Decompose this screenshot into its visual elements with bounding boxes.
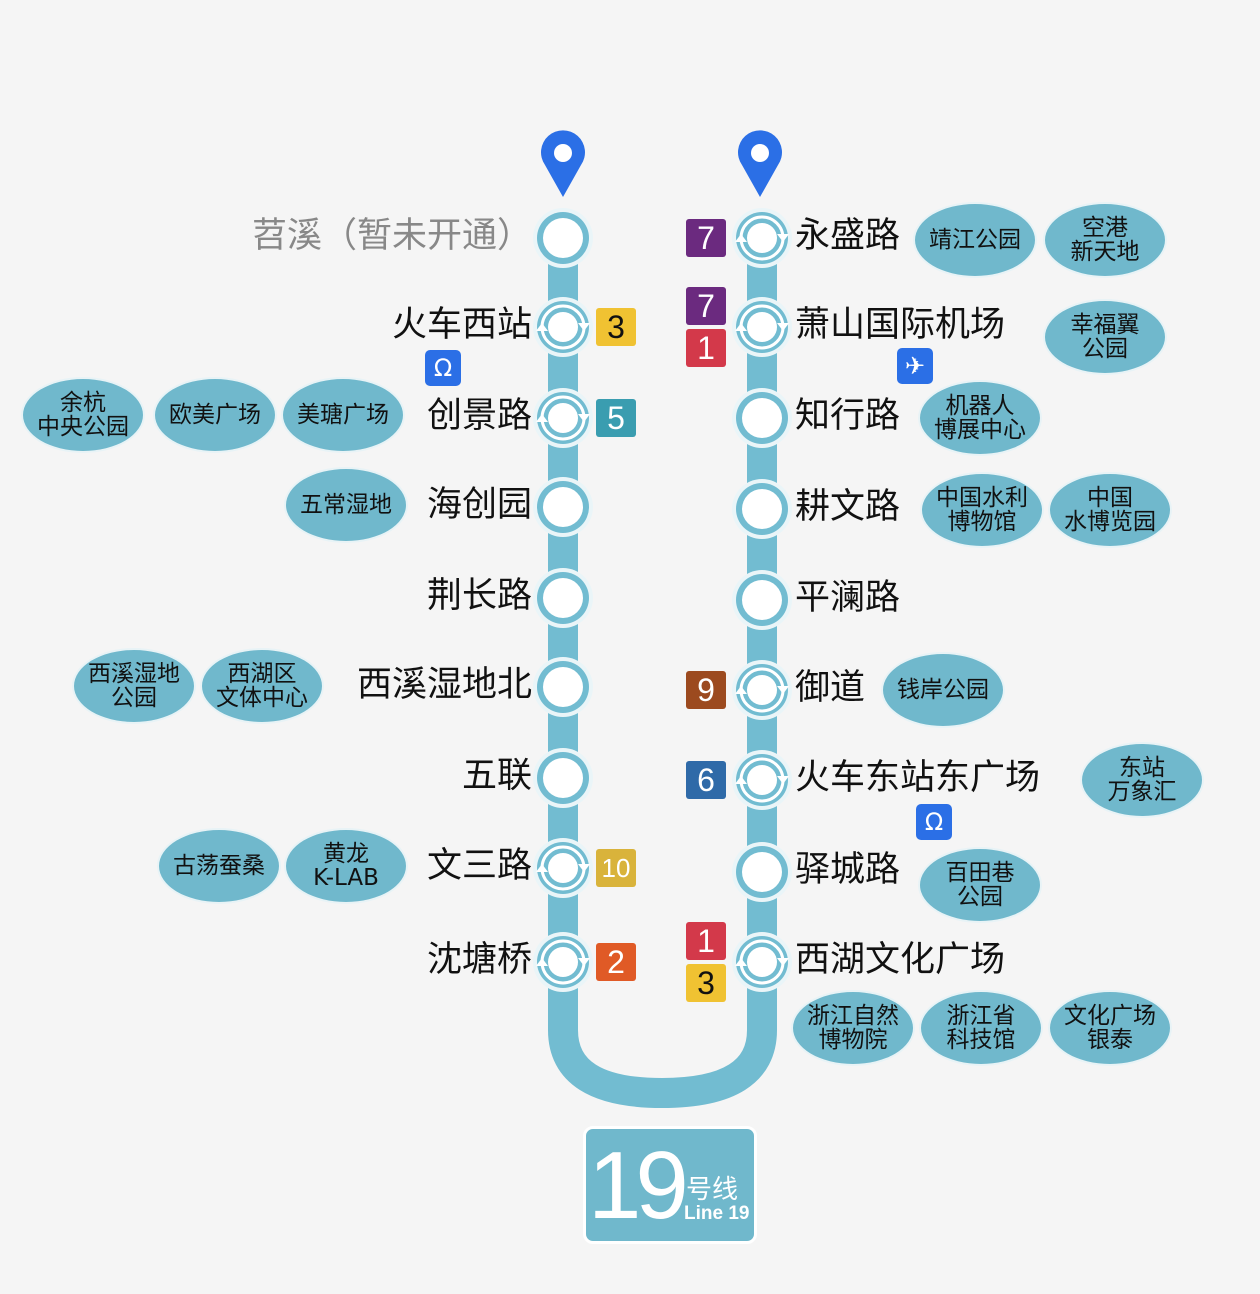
poi-bubble: 钱岸公园 (881, 652, 1005, 728)
poi-bubble: 西湖区 文体中心 (200, 648, 324, 724)
poi-bubble: 中国 水博览园 (1048, 472, 1172, 548)
poi-bubble: 机器人 博展中心 (918, 380, 1042, 456)
station-name: 荆长路 (426, 576, 532, 616)
transfer-line-badge-1: 1 (686, 922, 726, 960)
terminus-pin-left (541, 130, 585, 197)
line-label-en: Line 19 (684, 1203, 750, 1224)
line-label-cn: 号线 (686, 1175, 739, 1205)
station-right-5[interactable] (732, 660, 792, 720)
transfer-line-badge-7: 7 (686, 287, 726, 325)
transfer-line-badge-9: 9 (686, 671, 726, 709)
station-left-0[interactable] (533, 208, 593, 268)
station-right-2[interactable] (732, 388, 792, 448)
station-left-2[interactable] (533, 388, 593, 448)
station-right-3[interactable] (732, 479, 792, 539)
station-left-1[interactable] (533, 297, 593, 357)
transfer-line-badge-7: 7 (686, 219, 726, 257)
poi-bubble: 余杭 中央公园 (21, 377, 145, 453)
line-number: 19 (588, 1132, 689, 1239)
airport-icon: ✈ (897, 348, 933, 384)
poi-bubble: 欧美广场 (153, 377, 277, 453)
station-name: 文三路 (426, 846, 532, 886)
transfer-line-badge-1: 1 (686, 329, 726, 367)
station-name: 创景路 (426, 396, 532, 436)
station-left-3[interactable] (533, 477, 593, 537)
station-name: 平澜路 (795, 578, 901, 618)
station-right-8[interactable] (732, 932, 792, 992)
station-left-6[interactable] (533, 748, 593, 808)
line-19-badge: 19 号线 Line 19 (583, 1126, 757, 1244)
station-name: 五联 (461, 756, 532, 796)
transfer-line-badge-6: 6 (686, 761, 726, 799)
poi-bubble: 百田巷 公园 (918, 847, 1042, 923)
station-right-6[interactable] (732, 750, 792, 810)
poi-bubble: 文化广场 银泰 (1048, 990, 1172, 1066)
poi-bubble: 浙江省 科技馆 (919, 990, 1043, 1066)
station-name: 海创园 (426, 485, 532, 525)
station-name: 西湖文化广场 (795, 940, 1006, 980)
poi-bubble: 黄龙 K-LAB (284, 828, 408, 904)
station-name: 西溪湿地北 (356, 665, 532, 705)
poi-bubble: 浙江自然 博物院 (791, 990, 915, 1066)
poi-bubble: 空港 新天地 (1043, 202, 1167, 278)
station-right-1[interactable] (732, 297, 792, 357)
station-name: 萧山国际机场 (795, 305, 1006, 345)
transfer-line-badge-3: 3 (596, 308, 636, 346)
transfer-line-badge-5: 5 (596, 399, 636, 437)
poi-bubble: 中国水利 博物馆 (920, 472, 1044, 548)
terminus-pin-right (738, 130, 782, 197)
poi-bubble: 东站 万象汇 (1080, 742, 1204, 818)
transfer-line-badge-2: 2 (596, 943, 636, 981)
station-left-4[interactable] (533, 568, 593, 628)
poi-bubble: 美瑭广场 (281, 377, 405, 453)
line-19-track (548, 223, 777, 1109)
station-name: 沈塘桥 (426, 940, 532, 980)
poi-bubble: 古荡蚕桑 (157, 828, 281, 904)
station-left-8[interactable] (533, 932, 593, 992)
station-name: 驿城路 (795, 850, 901, 890)
station-name: 火车西站 (391, 305, 532, 345)
railway-station-icon: Ω (916, 804, 952, 840)
poi-bubble: 靖江公园 (913, 202, 1037, 278)
station-right-0[interactable] (732, 208, 792, 268)
station-name: 苕溪（暂未开通） (251, 216, 532, 256)
station-name: 耕文路 (795, 487, 901, 527)
station-name: 火车东站东广场 (795, 758, 1041, 798)
station-name: 知行路 (795, 396, 901, 436)
transfer-line-badge-3: 3 (686, 964, 726, 1002)
station-name: 永盛路 (795, 216, 901, 256)
station-right-7[interactable] (732, 842, 792, 902)
railway-station-icon: Ω (425, 350, 461, 386)
station-right-4[interactable] (732, 570, 792, 630)
poi-bubble: 五常湿地 (284, 467, 408, 543)
station-left-7[interactable] (533, 838, 593, 898)
station-name: 御道 (795, 668, 866, 708)
station-left-5[interactable] (533, 657, 593, 717)
poi-bubble: 西溪湿地 公园 (72, 648, 196, 724)
poi-bubble: 幸福翼 公园 (1043, 299, 1167, 375)
transfer-line-badge-10: 10 (596, 849, 636, 887)
